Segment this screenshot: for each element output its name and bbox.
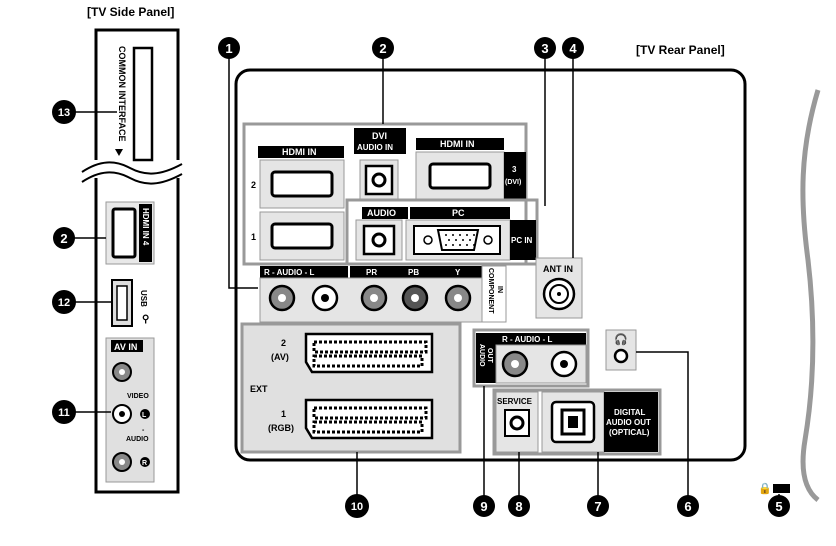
hdmi-in-4-port (111, 207, 137, 259)
svg-text:4: 4 (569, 41, 577, 56)
callout-10: 10 (345, 494, 369, 518)
callout-3: 3 (534, 37, 556, 59)
hdmi-row-1: 1 (251, 232, 256, 242)
audio-out-label-1: AUDIO (478, 344, 485, 367)
hdmi3-dvi: (DVI) (505, 179, 521, 186)
av-dash: - (142, 427, 145, 434)
svg-text:9: 9 (480, 499, 487, 514)
hdmi-in-left-label: HDMI IN (282, 147, 317, 157)
svg-text:8: 8 (515, 499, 522, 514)
callout-7: 7 (587, 495, 609, 517)
dvi-audio-jack (371, 172, 387, 188)
hdmi-1-port (270, 222, 334, 250)
svg-text:10: 10 (351, 501, 363, 513)
leader-lines (74, 58, 780, 496)
usb-label: USB (139, 290, 148, 307)
vga-port (436, 229, 480, 251)
callout-4: 4 (562, 37, 584, 59)
component-label: COMPONENT (487, 268, 494, 314)
service-label: SERVICE (497, 397, 533, 406)
pc-audio-label: AUDIO (367, 208, 396, 218)
dvi-audio-in-label: AUDIO IN (357, 143, 393, 152)
svg-text:3: 3 (541, 41, 548, 56)
ext1-number: 1 (281, 409, 286, 419)
callout-13: 13 (52, 100, 76, 124)
callout-9: 9 (473, 495, 495, 517)
ext1-rgb: (RGB) (268, 423, 294, 433)
common-interface-label: COMMON INTERFACE (117, 46, 127, 142)
service-jack (509, 415, 525, 431)
callout-11: 11 (52, 400, 76, 424)
svg-text:2: 2 (60, 231, 67, 246)
svg-text:11: 11 (58, 407, 70, 419)
callout-2-side: 2 (53, 227, 75, 249)
rear-panel: HDMI IN 2 1 DVI AUDIO IN HDMI IN 3 (DVI)… (234, 68, 747, 462)
hdmi-2-port (270, 170, 334, 198)
hdmi-in-right-label: HDMI IN (440, 139, 475, 149)
pr-label: PR (366, 268, 377, 277)
dvi-label: DVI (372, 131, 387, 141)
svg-text:13: 13 (58, 107, 70, 119)
pc-audio-jack (371, 232, 387, 248)
hdmi-in-4-label: HDMI IN 4 (141, 208, 150, 246)
common-interface-slot (132, 46, 154, 162)
y-label: Y (455, 268, 461, 277)
hdmi-3-port (428, 162, 492, 190)
headphone-jack (613, 348, 629, 364)
side-panel: COMMON INTERFACE HDMI IN 4 USB ⚲ AV IN V… (81, 28, 183, 494)
svg-text:12: 12 (58, 297, 70, 309)
callout-5: 5 (768, 495, 790, 517)
av-l-letter: L (142, 412, 147, 419)
audio-out-label-2: OUT (486, 348, 493, 364)
callout-8: 8 (508, 495, 530, 517)
component-in-label: IN (496, 286, 503, 293)
pc-in-label: PC IN (511, 236, 533, 245)
ext2-av: (AV) (271, 352, 289, 362)
callout-1: 1 (218, 37, 240, 59)
svg-text:6: 6 (684, 499, 691, 514)
pc-label: PC (452, 208, 465, 218)
av-in-label: AV IN (114, 342, 137, 352)
audio-out-row-label: R - AUDIO - L (502, 335, 552, 344)
callout-2: 2 (372, 37, 394, 59)
side-panel-heading: [TV Side Panel] (87, 5, 174, 19)
callout-12: 12 (52, 290, 76, 314)
svg-text:5: 5 (775, 499, 782, 514)
svg-text:1: 1 (225, 41, 232, 56)
headphone-icon: 🎧 (614, 333, 628, 346)
arrow-right-icon (115, 149, 123, 156)
kensington-lock: 🔒 (758, 482, 790, 495)
usb-icon: ⚲ (142, 314, 149, 325)
ext2-number: 2 (281, 338, 286, 348)
svg-text:2: 2 (379, 41, 386, 56)
rear-panel-heading: [TV Rear Panel] (636, 43, 725, 57)
digital-label-3: (OPTICAL) (609, 428, 650, 437)
svg-text:7: 7 (594, 499, 601, 514)
av-audio-label: AUDIO (126, 436, 149, 443)
hdmi3-number: 3 (512, 165, 517, 174)
digital-label-1: DIGITAL (614, 408, 646, 417)
digital-label-2: AUDIO OUT (606, 418, 651, 427)
ext-label: EXT (250, 384, 268, 394)
av-r-letter: R (142, 460, 147, 467)
callout-6: 6 (677, 495, 699, 517)
component-audio-label: R - AUDIO - L (264, 268, 314, 277)
hdmi-row-2: 2 (251, 180, 256, 190)
lock-icon: 🔒 (758, 482, 772, 495)
ant-in-label: ANT IN (543, 264, 573, 274)
video-label: VIDEO (127, 393, 149, 400)
pb-label: PB (408, 268, 419, 277)
